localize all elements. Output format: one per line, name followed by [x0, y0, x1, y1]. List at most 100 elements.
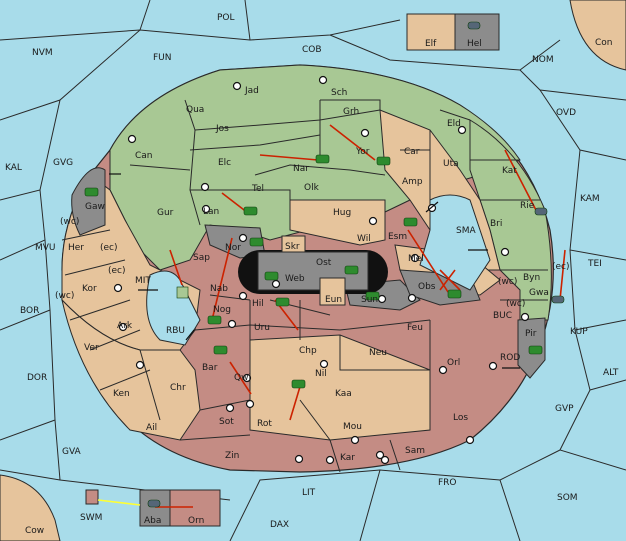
land-label: Chr — [170, 383, 186, 393]
sea-label: GVA — [62, 447, 82, 457]
coast-marker: (wc) — [60, 217, 79, 227]
sea-label: GVG — [53, 158, 73, 168]
land-label: Esm — [388, 232, 407, 242]
land-label: Feu — [407, 323, 423, 333]
region-hel[interactable] — [454, 13, 500, 51]
sea-label: ALT — [603, 368, 619, 378]
region-eun[interactable] — [319, 277, 346, 306]
land-label: Sap — [193, 253, 210, 263]
land-label: Pir — [525, 329, 537, 339]
land-label: Rot — [257, 419, 272, 429]
land-label: Orn — [188, 516, 204, 526]
land-label: Ail — [146, 423, 157, 433]
sea-label: Cow — [25, 526, 44, 536]
land-label: Hug — [333, 208, 351, 218]
sea-label: BUC — [493, 311, 512, 321]
land-label: Jos — [215, 124, 229, 134]
sea-label: FRO — [438, 478, 457, 488]
land-label: Amp — [402, 177, 423, 187]
sea-label: KAM — [580, 194, 600, 204]
land-label: Neu — [369, 348, 387, 358]
sea-label: NVM — [32, 48, 53, 58]
region-elf[interactable] — [406, 13, 456, 51]
land-label: Olk — [304, 183, 320, 193]
coast-marker: (ec) — [100, 243, 118, 253]
land-label: Gaw — [85, 202, 105, 212]
coast-marker: (wc) — [55, 291, 74, 301]
land-label: Sot — [219, 417, 234, 427]
sea-label: COB — [302, 45, 322, 55]
land-label: Kar — [340, 453, 355, 463]
inner-sea-east — [419, 194, 491, 291]
land-label: Los — [453, 413, 468, 423]
land-label: Elc — [218, 158, 231, 168]
land-label: Web — [285, 274, 305, 284]
supply-centers — [113, 75, 530, 465]
land-label: Grh — [343, 107, 359, 117]
land-label: Obs — [418, 282, 436, 292]
convoy-line — [97, 499, 141, 506]
sea-label: DOR — [27, 373, 47, 383]
sea-label: KAL — [5, 163, 22, 173]
land-label: Elf — [425, 39, 437, 49]
land-label: Aba — [144, 516, 161, 526]
region-cow[interactable] — [0, 474, 61, 541]
sea-label: FUN — [153, 53, 172, 63]
land-label: Ver — [84, 343, 99, 353]
region-gaw[interactable] — [71, 167, 106, 236]
land-label: Can — [135, 151, 153, 161]
land-label: Qua — [186, 105, 204, 115]
region-aba[interactable] — [139, 489, 171, 527]
land-label: Gwa — [529, 288, 549, 298]
land-label: Kat — [502, 166, 517, 176]
land-label: Yor — [355, 147, 370, 157]
sea-label: BOR — [20, 306, 39, 316]
sea-label: MVU — [35, 243, 56, 253]
units — [84, 21, 565, 508]
land-label: Wil — [357, 234, 371, 244]
land-label: Sch — [331, 88, 347, 98]
land-label: Nog — [213, 305, 231, 315]
land-label: Uta — [443, 159, 459, 169]
land-label: Bri — [490, 219, 502, 229]
land-label: Uru — [254, 323, 270, 333]
land-label: Sun — [361, 295, 378, 305]
land-label: Skr — [285, 242, 300, 252]
coast-markers: (wc) (ec) (ec) (wc) (wc) (ec) (wc) — [55, 217, 570, 309]
inner-sea-west — [146, 270, 201, 346]
coast-marker: (ec) — [108, 266, 126, 276]
sea-label: SOM — [557, 493, 578, 503]
land-label: Nar — [293, 164, 309, 174]
sea-label: NOM — [532, 55, 554, 65]
land-label: Byn — [523, 273, 540, 283]
land-label: Bar — [202, 363, 218, 373]
sea-label: SMA — [456, 226, 476, 236]
land-label: Ark — [117, 321, 133, 331]
land-label: Chp — [299, 346, 317, 356]
sea-label: OVD — [556, 108, 576, 118]
sea-label: RBU — [166, 326, 185, 336]
land-label: Mou — [343, 422, 362, 432]
sea-label: GVP — [555, 404, 574, 414]
sea-label: SWM — [80, 513, 102, 523]
land-label: Jad — [244, 86, 259, 96]
land-label: Ost — [316, 258, 332, 268]
land-label: Ken — [113, 389, 130, 399]
sea-label: LIT — [302, 488, 316, 498]
land-labels: Elf Hel Jad Sch Qua Jos Grh Eld Can Car … — [68, 39, 549, 526]
land-label: Qwi — [234, 373, 251, 383]
land-label: Orl — [447, 358, 460, 368]
land-label: Kor — [82, 284, 97, 294]
sea-label: ROD — [500, 353, 520, 363]
land-label: Nor — [225, 243, 241, 253]
land-label: Kaa — [335, 389, 352, 399]
sea-label: TEI — [587, 259, 602, 269]
land-label: Car — [404, 147, 420, 157]
land-label: Lan — [203, 207, 219, 217]
region-orn[interactable] — [169, 489, 221, 527]
land-label: Sam — [405, 446, 425, 456]
coast-marker: (ec) — [552, 262, 570, 272]
region-swm-islet[interactable] — [85, 489, 99, 505]
